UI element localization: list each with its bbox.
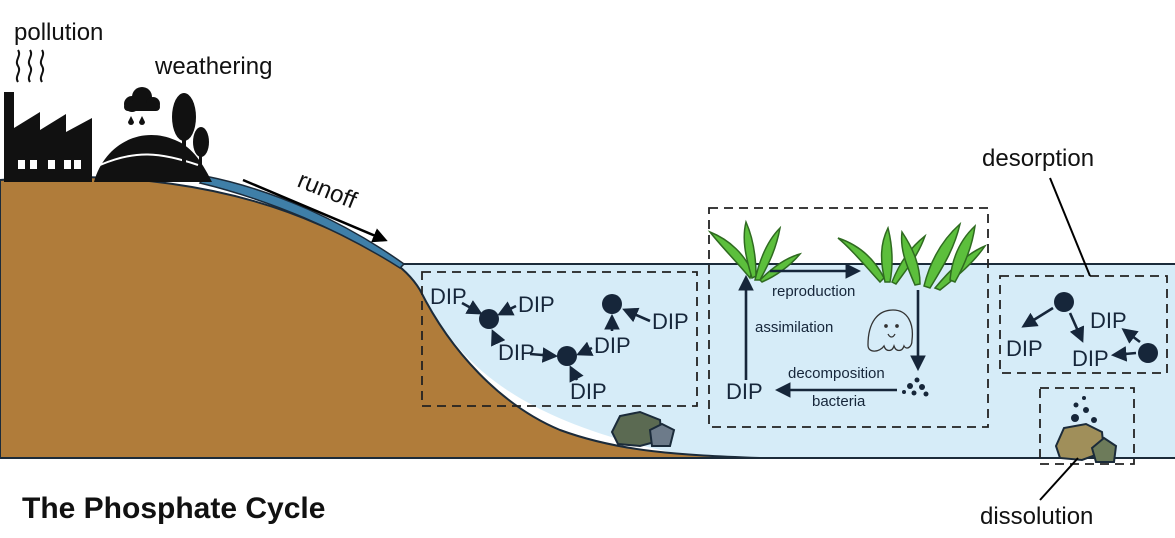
runoff-arrow <box>242 178 388 243</box>
dip-label: DIP <box>430 284 467 309</box>
runoff-stream <box>198 175 406 269</box>
dip-label: DIP <box>594 333 631 358</box>
desorption-arrow <box>1110 346 1137 362</box>
dip-label: DIP <box>652 309 689 334</box>
bacteria-label: bacteria <box>812 393 866 410</box>
water-body <box>398 264 1175 458</box>
phosphate-molecule <box>1054 292 1074 312</box>
dissolution-leader <box>1039 457 1079 501</box>
bubbles-icon <box>1071 396 1097 423</box>
dip-label: DIP <box>726 379 763 404</box>
weathering-label: weathering <box>154 53 272 80</box>
plant-icon <box>707 219 803 283</box>
detritus-icon <box>902 377 929 397</box>
rain-cloud-icon <box>124 87 160 125</box>
sorption-arrow <box>576 341 594 356</box>
dip-label: DIP <box>570 379 607 404</box>
pollution-label: pollution <box>14 19 103 46</box>
diagram-title: The Phosphate Cycle <box>22 492 325 525</box>
tree-icon <box>172 93 209 172</box>
reproduction-label: reproduction <box>772 283 855 300</box>
phosphate-molecule <box>557 346 577 366</box>
dip-label: DIP <box>518 292 555 317</box>
biological-cycle-box <box>708 207 989 428</box>
bacteria-icon <box>867 309 914 352</box>
sediment-rock-icon <box>610 410 676 448</box>
sorption-arrow <box>529 347 559 363</box>
desorption-arrow <box>1121 328 1141 344</box>
sorption-arrow <box>461 300 483 315</box>
sorption-arrow <box>491 329 506 347</box>
dissolution-box <box>1039 387 1135 465</box>
phosphate-molecule <box>479 309 499 329</box>
phosphate-molecule <box>1138 343 1158 363</box>
assimilation-label: assimilation <box>755 319 833 336</box>
desorption-label: desorption <box>982 145 1094 172</box>
phosphate-molecule <box>602 294 622 314</box>
dissolution-label: dissolution <box>980 503 1093 530</box>
desorption-leader <box>1049 177 1091 277</box>
desorption-box <box>999 275 1168 374</box>
decomposition-label: decomposition <box>788 365 885 382</box>
desorption-arrow <box>1021 306 1054 328</box>
smoke-icon <box>15 49 45 83</box>
plant-cluster-icon <box>837 221 988 291</box>
dip-label: DIP <box>498 340 535 365</box>
dip-label: DIP <box>1072 346 1109 371</box>
soil-hill <box>0 176 761 459</box>
sorption-arrow <box>497 301 517 316</box>
dip-sorption-box <box>421 271 698 407</box>
factory-icon <box>4 92 92 182</box>
sorption-arrow <box>569 365 584 383</box>
dissolving-rock-icon <box>1054 422 1118 463</box>
dip-label: DIP <box>1006 336 1043 361</box>
sorption-arrow <box>622 307 651 323</box>
dip-label: DIP <box>1090 308 1127 333</box>
desorption-arrow <box>1068 312 1085 343</box>
